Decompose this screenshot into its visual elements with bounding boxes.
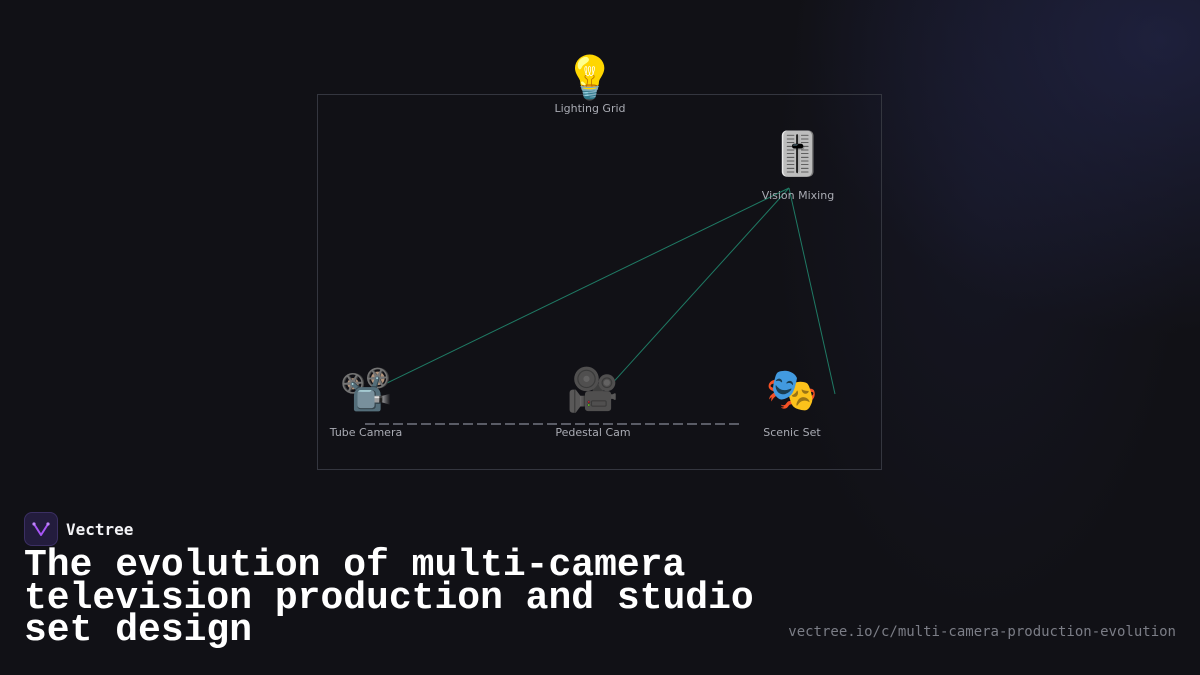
film-projector-icon: 📽️ (339, 366, 393, 413)
node-label: Vision Mixing (761, 189, 835, 202)
node-lighting-grid: 💡 Lighting Grid (549, 54, 631, 115)
node-tube-camera: 📽️ Tube Camera (326, 366, 406, 439)
page-title: The evolution of multi-camera television… (24, 544, 754, 652)
node-label: Tube Camera (329, 426, 403, 439)
brand-name: Vectree (66, 519, 134, 539)
node-label: Lighting Grid (554, 102, 626, 115)
node-label: Scenic Set (763, 426, 821, 439)
brand: Vectree (24, 512, 133, 546)
lightbulb-icon: 💡 (563, 54, 617, 101)
node-scenic-set: 🎭 Scenic Set (752, 366, 832, 439)
vectree-logo-icon (24, 512, 58, 546)
source-url: vectree.io/c/multi-camera-production-evo… (788, 624, 1176, 640)
performing-arts-icon: 🎭 (765, 366, 819, 413)
edge-vision-scenic (788, 187, 836, 395)
node-label: Pedestal Cam (555, 426, 631, 439)
level-slider-icon: 🎚️ (771, 130, 825, 177)
movie-camera-icon: 🎥 (566, 366, 620, 413)
node-pedestal-cam: 🎥 Pedestal Cam (553, 366, 633, 439)
edge-vision-pedestal (607, 187, 790, 389)
edge-vision-tube (384, 187, 790, 385)
diagram-frame (317, 94, 882, 470)
node-vision-mixing: 🎚️ Vision Mixing (758, 130, 838, 202)
